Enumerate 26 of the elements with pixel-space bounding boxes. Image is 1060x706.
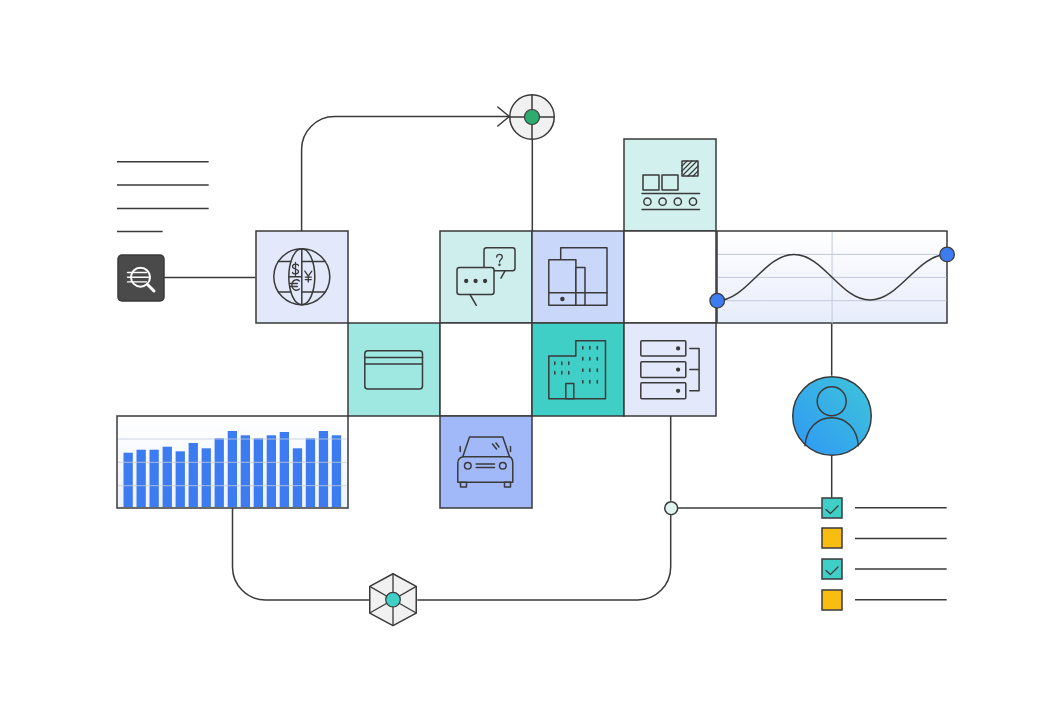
connector-line <box>531 138 534 232</box>
avatar-circle <box>791 375 872 456</box>
connector-line <box>231 507 371 601</box>
hexagon-node <box>369 573 418 627</box>
icon-tile <box>117 254 164 301</box>
icon-tile <box>255 231 348 324</box>
icon-tile <box>624 323 717 416</box>
connector-line <box>669 414 672 502</box>
junction-circle <box>663 500 678 516</box>
icon-tile <box>347 323 440 416</box>
crosshair-circle <box>509 93 556 140</box>
connector-line <box>677 507 823 509</box>
icon-tile <box>624 139 717 232</box>
connector-line <box>830 322 833 377</box>
checkbox <box>821 497 842 518</box>
checkbox <box>821 559 842 579</box>
connector-line <box>830 454 833 499</box>
checkbox <box>821 528 842 549</box>
icon-tile <box>439 231 533 324</box>
icon-tile <box>439 415 533 508</box>
icon-tile <box>532 231 625 324</box>
arrow <box>300 106 511 232</box>
connector-line <box>416 514 672 601</box>
checkbox <box>821 589 842 610</box>
connector-line <box>162 276 257 279</box>
icon-tile <box>532 323 625 416</box>
